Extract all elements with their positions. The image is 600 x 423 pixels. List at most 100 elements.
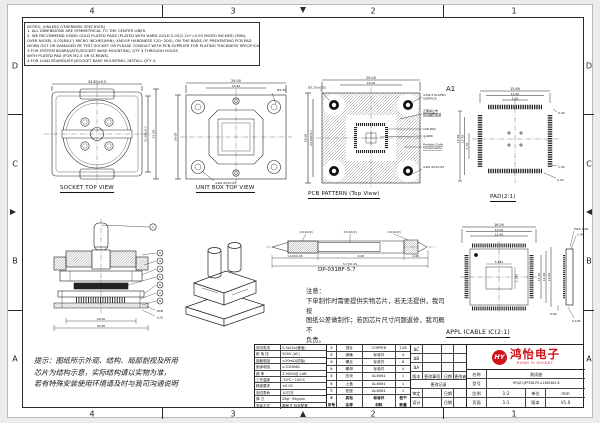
spec-value: ≥1000MΩ — [282, 365, 300, 370]
dim-unitbox-outer: 29.00 — [231, 79, 241, 83]
spec-label: 测试电流 — [255, 345, 281, 351]
parts-row: ① 顶针 COPPER 128 — [327, 345, 410, 353]
rev-header-date: 日期 — [442, 371, 455, 380]
ic-dim-inner-w: 5.545 — [495, 260, 504, 264]
part-qty: 128 — [399, 346, 407, 350]
margin-tick — [8, 114, 22, 115]
parts-row: ⑥ 上盖 AL6061 1 — [327, 380, 410, 388]
ic-dim-inner-h: 5.545 — [515, 274, 519, 283]
unit-box-top-view-label: UNIT BOX TOP VIEW — [196, 185, 255, 193]
spec-value: 翻盖式 标准配置 — [282, 403, 308, 408]
title-block: HY 鸿怡电子 HONG YI SOCKET 名称 测试座 型号 HYQZ-QF… — [467, 345, 585, 408]
part-name: 底座 — [337, 387, 363, 394]
margin-tick — [443, 5, 444, 17]
company-name-en: HONG YI SOCKET — [516, 361, 554, 366]
part-no: ④ — [327, 366, 337, 373]
caution-line: 下单制作时需要提供实物芯片，若无法提供，我司按 — [306, 297, 445, 315]
spec-row: 接触电阻 ≤30mΩ(初始) — [255, 357, 326, 365]
balloon-2: 2 — [159, 251, 161, 255]
scale-label: 比例 — [467, 388, 487, 397]
grid-col-label: 2 — [370, 409, 376, 419]
grid-col-label: 2 — [370, 6, 376, 16]
dp-callout-1: ±0.10(2) — [299, 230, 312, 234]
pcb-pattern-label: PCB PATTERN (Top View) — [308, 191, 380, 199]
spec-label: 弹 力 — [255, 396, 281, 402]
parts-header-name: 名称 — [337, 401, 363, 407]
label-pcb: PCB — [157, 309, 163, 313]
dp-dim-left: 1.10±0.05 — [287, 254, 303, 258]
spec-label: 精度要求 — [255, 383, 281, 389]
ic-dim-right-mid: 14.00 — [542, 273, 546, 282]
balloon-3: 3 — [159, 259, 161, 263]
leader-pcb-keepout-cn: 正面禁止布 — [423, 108, 438, 113]
spec-row: 耐 电 压 500V (AC) — [255, 351, 326, 358]
leader-pcb-hole: 4-Ø2.20±0.05 — [423, 164, 444, 169]
spec-value: 2.9GHz@-1dB — [282, 371, 307, 376]
spec-label: 工作温度 — [255, 376, 281, 383]
caution-line: 负责。 — [306, 336, 325, 344]
balloon-1: 1 — [152, 225, 154, 229]
notes-line: WITH PLATED PAD (FOR M2.5 OR SCREWS). — [27, 52, 110, 58]
pogo-pin-label: DP-031BF-5.7 — [318, 267, 356, 273]
parts-table: ① 顶针 COPPER 128 ② 弹簧 标准件 4 ③ 螺 — [327, 345, 411, 407]
rev-delta-a: ΔA — [411, 362, 423, 371]
spec-value: 26g~30g/pin — [282, 397, 306, 402]
margin-tick — [162, 408, 163, 419]
spec-row: 频 率 2.9GHz@-1dB — [255, 370, 326, 377]
notes-line: NOTES: (UNLESS OTHERWISE SPECIFIED) — [27, 23, 105, 29]
dim-socket-inner-height: 31.80±0.1 — [143, 126, 147, 142]
ic-side-max: MAX 1.60 — [574, 227, 588, 231]
center-mark-arrow — [300, 7, 306, 13]
spec-row: 绝缘电阻 ≥1000MΩ — [255, 364, 326, 371]
dim-socket-outer-height: 41.00 — [152, 130, 156, 139]
part-name: 压块 — [337, 373, 363, 380]
parts-row: ③ 螺丝 标准件 8 — [327, 359, 410, 367]
balloon-4: 4 — [159, 267, 161, 271]
socket-top-view-label: SOCKET TOP VIEW — [60, 185, 114, 193]
part-material: 标准件 — [363, 394, 397, 402]
caution-note: 注意： 下单制作时需要提供实物芯片，若无法提供，我司按 图纸公差做制作；若因芯片… — [306, 287, 446, 346]
notes-line: WORN OUT OR DAMAGED BY TEST SOCKET OR PL… — [27, 42, 260, 48]
rev-delta-b: ΔB — [411, 353, 423, 362]
dp-callout-2: ±0.10(2) — [343, 230, 356, 234]
spec-row: 弹 力 26g~30g/pin — [255, 396, 326, 403]
unit-label: 单位 — [526, 388, 546, 397]
part-name: 上盖 — [337, 380, 363, 387]
dim-unitbox-left: 29.00 — [174, 133, 178, 142]
spec-value: 10万次 — [282, 390, 294, 395]
center-mark-arrow — [586, 209, 592, 215]
spec-row: 测试电流 0.5A/3A(峰值) — [255, 345, 326, 352]
margin-tick — [443, 408, 444, 419]
page-value: 1-1 — [487, 397, 526, 408]
center-mark-arrow — [10, 209, 16, 215]
ic-side-standoff: 0.60 — [550, 312, 557, 316]
spec-row: 安装方式 翻盖式 标准配置 — [255, 402, 326, 409]
margin-tick — [8, 310, 22, 311]
unit-value: mm — [561, 390, 570, 396]
ic-side-lead: 0.145 — [572, 319, 581, 323]
hint-line: 若有特殊安装使用环境请及时与我司沟通说明 — [34, 379, 178, 389]
leader-pcb-screw: 4-M2.5 PLATED — [423, 93, 446, 97]
spec-row: 精度要求 ±0.02 — [255, 383, 326, 390]
hint-note: 提示：图纸所示外观、结构、局部剖视及所用 芯片为结构示意，实际结构请以实物为准，… — [34, 355, 250, 390]
dim-pad-left-outer: 15.60 — [456, 135, 460, 144]
dim-socket-width: 34.80±0.3 — [88, 80, 106, 84]
caution-line: 图纸公差做制作；若因芯片尺寸问题返修，我司概不 — [306, 317, 445, 334]
pogo-pin-drawing: ±0.10(2) ±0.10(2) ±0.10(2) 1.10±0.05 4.0… — [266, 230, 436, 268]
grid-row-label: A — [12, 354, 18, 364]
rev-record: 更改记录 — [430, 382, 447, 388]
drawing-sheet: 4 3 2 1 4 3 2 1 D C B A D C B A NOTES: (… — [7, 4, 594, 419]
part-name: 其他 — [337, 394, 363, 402]
spec-table: 测试电流 0.5A/3A(峰值) 耐 电 压 500V (AC) 接触电阻 ≤3… — [255, 345, 327, 409]
revision-table: ΔC ΔB ΔA 版本 更改事项 日期 更改者 更改记录 审定 日期 设计 日期 — [411, 345, 467, 407]
spec-label: 接触电阻 — [255, 357, 281, 364]
spec-value: -50℃~150℃ — [282, 377, 306, 382]
dp-callout-3: ±0.10(2) — [387, 230, 400, 234]
parts-header-material: 材料 — [363, 401, 397, 407]
rev-design: 设计 — [411, 398, 423, 407]
part-no: ⑤ — [327, 373, 337, 380]
spec-value: 0.5A/3A(峰值) — [282, 346, 306, 350]
dp-dim-right: 0.60 — [413, 254, 420, 258]
balloon-7: 7 — [159, 291, 161, 295]
